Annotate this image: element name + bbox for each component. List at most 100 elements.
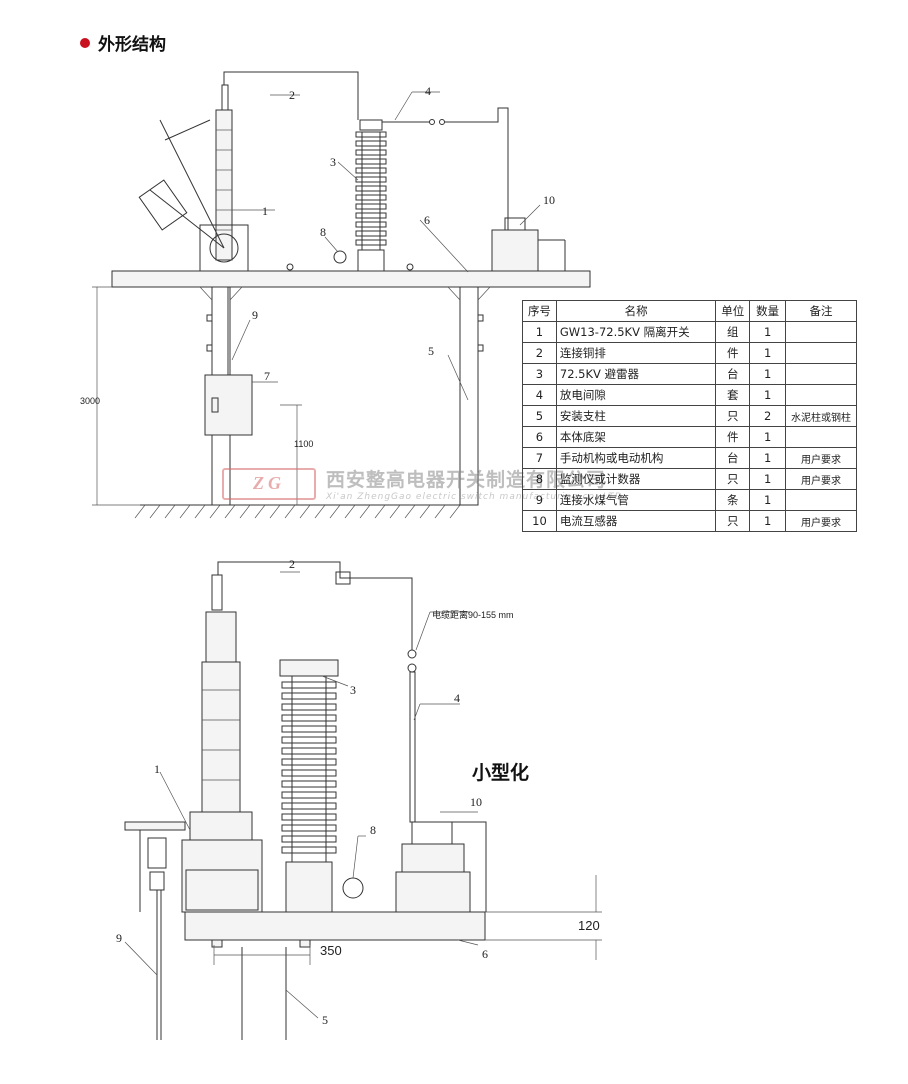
current-transformer <box>491 217 566 272</box>
cell-qty: 2 <box>749 405 787 427</box>
leader-lines-2 <box>124 571 479 1019</box>
dim-1100-text: 1100 <box>294 439 313 449</box>
cell-note: 用户要求 <box>785 510 857 532</box>
label-5-d2: 5 <box>322 1013 328 1027</box>
section-title: 外形结构 <box>80 30 166 55</box>
label-8-d1: 8 <box>320 225 326 239</box>
leader-lines-1 <box>231 91 541 401</box>
spark-gap-2 <box>407 649 417 823</box>
support-columns-2 <box>210 939 320 1040</box>
cell-no: 8 <box>522 468 557 490</box>
cell-name: 放电间隙 <box>555 384 717 406</box>
label-9-d2: 9 <box>116 931 122 945</box>
dim-120-text: 120 <box>578 918 600 933</box>
dim-3000 <box>92 286 140 506</box>
cell-no: 7 <box>522 447 557 469</box>
cell-note: 用户要求 <box>785 468 857 490</box>
surge-arrester <box>355 119 387 272</box>
dim-3000-text: 3000 <box>80 396 100 406</box>
cell-no: 2 <box>522 342 557 364</box>
cell-unit: 只 <box>715 510 751 532</box>
cell-note <box>785 363 857 385</box>
monitor-counter-2 <box>342 877 364 899</box>
monitor-counter <box>333 250 347 264</box>
cell-unit: 套 <box>715 384 751 406</box>
label-5-d1: 5 <box>428 344 434 358</box>
dim-350-text: 350 <box>320 943 342 958</box>
label-2-d2: 2 <box>289 557 295 571</box>
cell-note <box>785 342 857 364</box>
disconnect-switch <box>138 84 249 272</box>
label-10-d1: 10 <box>543 193 555 207</box>
section-title-text: 外形结构 <box>98 35 166 55</box>
cell-unit: 条 <box>715 489 751 511</box>
table-header-row: 序号 名称 单位 数量 备注 <box>522 300 857 322</box>
label-1-d2: 1 <box>154 762 160 776</box>
cell-name: 72.5KV 避雷器 <box>555 363 717 385</box>
cell-qty: 1 <box>749 510 787 532</box>
label-3-d2: 3 <box>350 683 356 697</box>
label-6-d1: 6 <box>424 213 430 227</box>
cell-qty: 1 <box>749 426 787 448</box>
cell-name: 本体底架 <box>555 426 717 448</box>
cell-qty: 1 <box>749 489 787 511</box>
cell-no: 9 <box>522 489 557 511</box>
cell-unit: 件 <box>715 426 751 448</box>
cell-name: 监测仪或计数器 <box>555 468 717 490</box>
cell-no: 3 <box>522 363 557 385</box>
base-frame <box>111 270 591 288</box>
bullet-dot-icon <box>80 37 90 48</box>
mechanism-box <box>204 374 253 436</box>
cell-name: 安装支柱 <box>555 405 717 427</box>
header-cell: 单位 <box>715 300 751 322</box>
cell-unit: 只 <box>715 468 751 490</box>
cell-qty: 1 <box>749 363 787 385</box>
dim-1100 <box>280 404 302 505</box>
copper-busbar <box>223 71 359 120</box>
operating-arm <box>124 821 186 1040</box>
company-logo: ZG <box>222 467 316 500</box>
current-transformer-2 <box>395 821 487 913</box>
label-3-d1: 3 <box>330 155 336 169</box>
surge-arrester-2 <box>279 659 339 913</box>
cell-qty: 1 <box>749 468 787 490</box>
cell-name: 电流互感器 <box>555 510 717 532</box>
dim-120 <box>485 875 602 960</box>
spark-gap <box>382 107 509 230</box>
label-1-d1: 1 <box>262 204 268 218</box>
ground-hatch <box>134 504 470 519</box>
cell-note <box>785 321 857 343</box>
header-cell: 序号 <box>522 300 557 322</box>
cell-note <box>785 384 857 406</box>
cell-no: 4 <box>522 384 557 406</box>
cell-unit: 组 <box>715 321 751 343</box>
cell-no: 1 <box>522 321 557 343</box>
company-name-en: Xi'an ZhengGao electric switch manufactu… <box>326 492 623 502</box>
dim-350 <box>213 945 311 965</box>
cell-no: 6 <box>522 426 557 448</box>
base-frame-2 <box>184 911 486 941</box>
cell-note: 水泥柱或钢柱 <box>785 405 857 427</box>
disconnect-switch-2 <box>181 574 263 913</box>
cell-name: GW13-72.5KV 隔离开关 <box>555 321 717 343</box>
cell-name: 连接铜排 <box>555 342 717 364</box>
cell-note <box>785 489 857 511</box>
cell-name: 手动机构或电动机构 <box>555 447 717 469</box>
miniaturized-title: 小型化 <box>472 762 530 784</box>
label-7-d1: 7 <box>264 369 270 383</box>
label-6-d2: 6 <box>482 947 488 961</box>
label-4-d2: 4 <box>454 691 460 705</box>
cell-unit: 只 <box>715 405 751 427</box>
cell-qty: 1 <box>749 342 787 364</box>
